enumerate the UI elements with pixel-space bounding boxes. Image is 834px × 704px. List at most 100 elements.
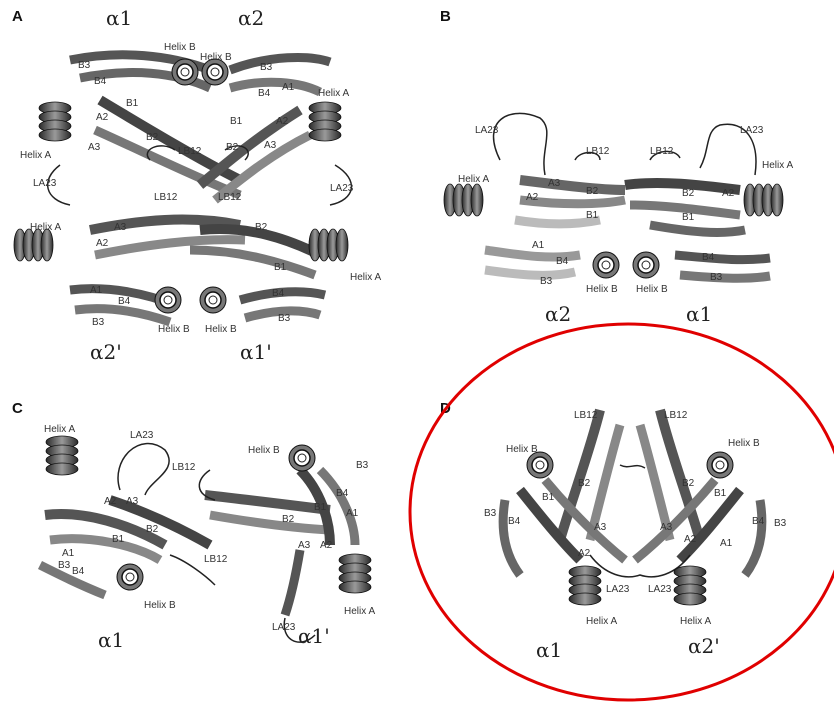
a-alpha2p-label: α2' (90, 340, 122, 364)
b-b2-label: B2 (586, 186, 598, 197)
a-b3-label-4: B3 (278, 313, 290, 324)
a-a1-label: A1 (282, 82, 294, 93)
a-b4-label-2: B4 (258, 88, 270, 99)
d-a3-label-2: A3 (660, 522, 672, 533)
b-helixb-label-1: Helix B (586, 284, 618, 295)
c-alpha1-label: α1 (98, 628, 124, 652)
b-alpha1-label: α1 (686, 302, 712, 326)
a-a1-label-2: A1 (90, 285, 102, 296)
a-lb12-label-2: LB12 (154, 192, 177, 203)
a-a2-label-2: A2 (276, 116, 288, 127)
a-b1-label: B1 (126, 98, 138, 109)
a-a2-label-3: A2 (96, 238, 108, 249)
d-a2-label-2: A2 (684, 534, 696, 545)
c-helixb-label-left: Helix B (144, 600, 176, 611)
a-alpha1-label: α1 (106, 6, 132, 30)
b-b4-label-2: B4 (702, 252, 714, 263)
d-la23-label-right: LA23 (648, 584, 671, 595)
c-la23-label-top: LA23 (130, 430, 153, 441)
c-la23-label-bottom: LA23 (272, 622, 295, 633)
a-a3-label-2: A3 (264, 140, 276, 151)
d-b4-label: B4 (508, 516, 520, 527)
a-helixb-label-1: Helix B (164, 42, 196, 53)
d-lb12-label-left: LB12 (574, 410, 597, 421)
b-helixa-label-right: Helix A (762, 160, 793, 171)
d-a1-label: A1 (720, 538, 732, 549)
c-b3-label: B3 (58, 560, 70, 571)
a-a3-label-3: A3 (114, 222, 126, 233)
a-b4-label: B4 (94, 76, 106, 87)
d-b4-label-2: B4 (752, 516, 764, 527)
a-helixa-label-lower-left: Helix A (30, 222, 61, 233)
b-b4-label: B4 (556, 256, 568, 267)
b-b3-label-2: B3 (710, 272, 722, 283)
c-b2-label: B2 (146, 524, 158, 535)
d-b2-label: B2 (578, 478, 590, 489)
a-b3-label-2: B3 (260, 62, 272, 73)
d-b3-label-2: B3 (774, 518, 786, 529)
a-b1-label-2: B1 (230, 116, 242, 127)
c-helixa-label-right: Helix A (344, 606, 375, 617)
d-b3-label: B3 (484, 508, 496, 519)
b-helixb-label-2: Helix B (636, 284, 668, 295)
a-b2-label-2: B2 (226, 142, 238, 153)
d-b1-label-2: B1 (714, 488, 726, 499)
d-helixa-label-right: Helix A (680, 616, 711, 627)
c-helixa-label-left: Helix A (44, 424, 75, 435)
b-a2-label: A2 (526, 192, 538, 203)
a-alpha2-label: α2 (238, 6, 264, 30)
a-b2-label-3: B2 (255, 222, 267, 233)
d-b1-label: B1 (542, 492, 554, 503)
d-alpha1-label: α1 (536, 638, 562, 662)
a-b3-label: B3 (78, 60, 90, 71)
b-lb12-label-1: LB12 (586, 146, 609, 157)
d-a2-label: A2 (578, 548, 590, 559)
c-lb12-label-bottom: LB12 (204, 554, 227, 565)
c-a3-label: A3 (126, 496, 138, 507)
a-b1-label-3: B1 (274, 262, 286, 273)
a-la23-label-left: LA23 (33, 178, 56, 189)
b-alpha2-label: α2 (545, 302, 571, 326)
c-lb12-label-top: LB12 (172, 462, 195, 473)
b-la23-label-left: LA23 (475, 125, 498, 136)
b-a1-label: A1 (532, 240, 544, 251)
c-a1-label-2: A1 (346, 508, 358, 519)
a-a3-label: A3 (88, 142, 100, 153)
c-b4-label-2: B4 (336, 488, 348, 499)
a-b2-label: B2 (146, 132, 158, 143)
c-a2-label-2: A2 (320, 540, 332, 551)
a-helixa-label-top-right: Helix A (318, 88, 349, 99)
highlight-circle (410, 324, 834, 700)
a-b4-label-4: B4 (272, 288, 284, 299)
a-lb12-label-3: LB12 (218, 192, 241, 203)
b-lb12-label-2: LB12 (650, 146, 673, 157)
b-la23-label-right: LA23 (740, 125, 763, 136)
b-helixa-label-left: Helix A (458, 174, 489, 185)
b-b1-label: B1 (586, 210, 598, 221)
a-a2-label: A2 (96, 112, 108, 123)
a-helixa-label-left: Helix A (20, 150, 51, 161)
d-a3-label: A3 (594, 522, 606, 533)
b-a3-label: A3 (548, 178, 560, 189)
a-helixa-label-lower-right: Helix A (350, 272, 381, 283)
c-a3-label-2: A3 (298, 540, 310, 551)
b-b1-label-2: B1 (682, 212, 694, 223)
c-alpha1p-label: α1' (298, 624, 330, 648)
a-b4-label-3: B4 (118, 296, 130, 307)
a-b3-label-3: B3 (92, 317, 104, 328)
a-helixb-label-3: Helix B (158, 324, 190, 335)
d-alpha2p-label: α2' (688, 634, 720, 658)
c-helixb-label-right: Helix B (248, 445, 280, 456)
c-b1-label-2: B1 (314, 502, 326, 513)
d-lb12-label-right: LB12 (664, 410, 687, 421)
c-a2-label: A2 (104, 496, 116, 507)
c-b1-label: B1 (112, 534, 124, 545)
c-a1-label: A1 (62, 548, 74, 559)
d-helixb-label-right: Helix B (728, 438, 760, 449)
d-b2-label-2: B2 (682, 478, 694, 489)
a-alpha1p-label: α1' (240, 340, 272, 364)
a-helixb-label-4: Helix B (205, 324, 237, 335)
d-helixa-label-left: Helix A (586, 616, 617, 627)
a-la23-label-right: LA23 (330, 183, 353, 194)
a-helixb-label-2: Helix B (200, 52, 232, 63)
